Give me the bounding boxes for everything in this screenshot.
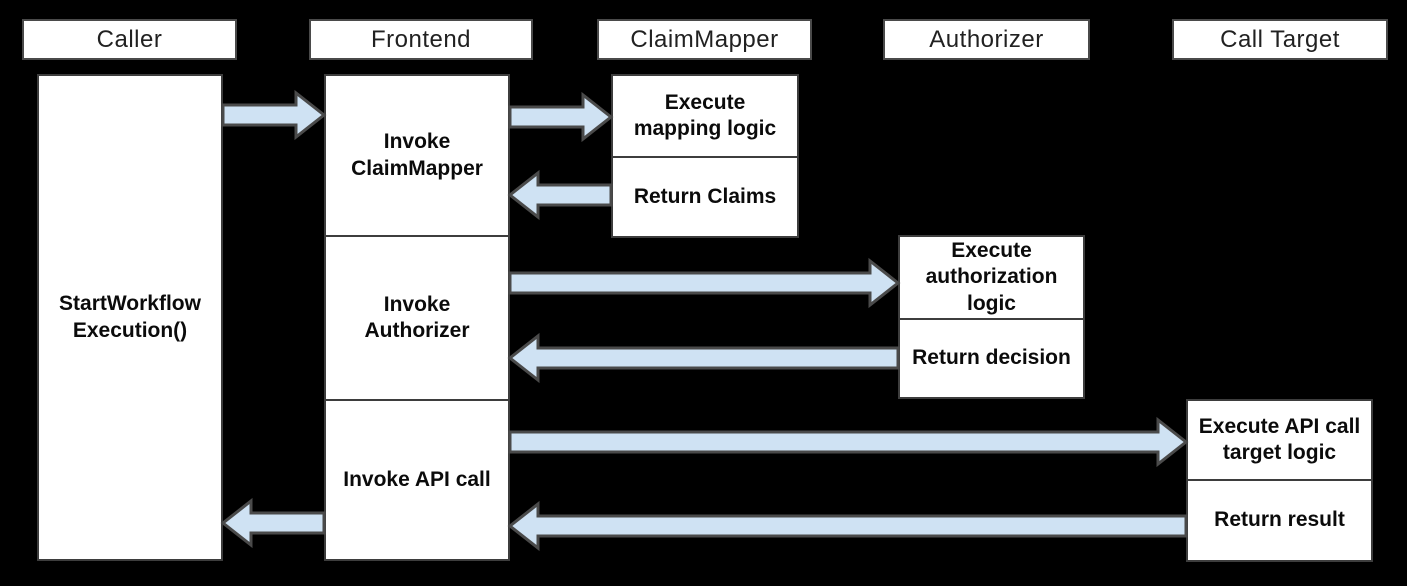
caller-activation-box: StartWorkflow Execution() [37,74,223,561]
lane-header-claimmapper: ClaimMapper [597,19,812,60]
calltarget-steps-box: Execute API call target logic Return res… [1186,399,1373,562]
arrow-frontend-to-authorizer-icon [508,257,901,309]
claimmapper-steps-box: Execute mapping logic Return Claims [611,74,799,238]
authorizer-steps-box: Execute authorization logic Return decis… [898,235,1085,399]
arrow-caller-to-frontend-icon [221,89,327,141]
claimmapper-step-return: Return Claims [613,156,797,236]
lane-title: Caller [96,25,163,53]
lane-header-frontend: Frontend [309,19,533,60]
frontend-step-invoke-api-call: Invoke API call [326,399,508,559]
lane-title: Frontend [370,25,472,53]
lane-header-calltarget: Call Target [1172,19,1388,60]
claimmapper-step-execute: Execute mapping logic [633,90,777,140]
lane-title: Call Target [1220,25,1340,53]
arrow-frontend-to-calltarget-icon [508,416,1189,468]
arrow-claimmapper-to-frontend-icon [507,169,613,221]
frontend-step-invoke-claimmapper: Invoke ClaimMapper [351,130,483,180]
arrow-authorizer-to-frontend-icon [507,332,900,384]
lane-header-authorizer: Authorizer [883,19,1090,60]
calltarget-step-return: Return result [1188,479,1371,560]
lane-title: ClaimMapper [630,25,779,53]
arrow-frontend-to-claimmapper-icon [508,91,614,143]
arrow-frontend-to-caller-icon [220,497,326,549]
frontend-step-invoke-authorizer: Invoke Authorizer [326,235,508,399]
frontend-activation-box: Invoke ClaimMapper Invoke Authorizer Inv… [324,74,510,561]
caller-activation-label: StartWorkflow Execution() [59,292,201,342]
lane-header-caller: Caller [22,19,237,60]
authorizer-step-return: Return decision [900,318,1083,397]
authorizer-step-execute: Execute authorization logic [925,239,1058,315]
calltarget-step-execute: Execute API call target logic [1198,414,1361,464]
arrow-calltarget-to-frontend-icon [507,500,1188,552]
lane-title: Authorizer [929,25,1044,53]
